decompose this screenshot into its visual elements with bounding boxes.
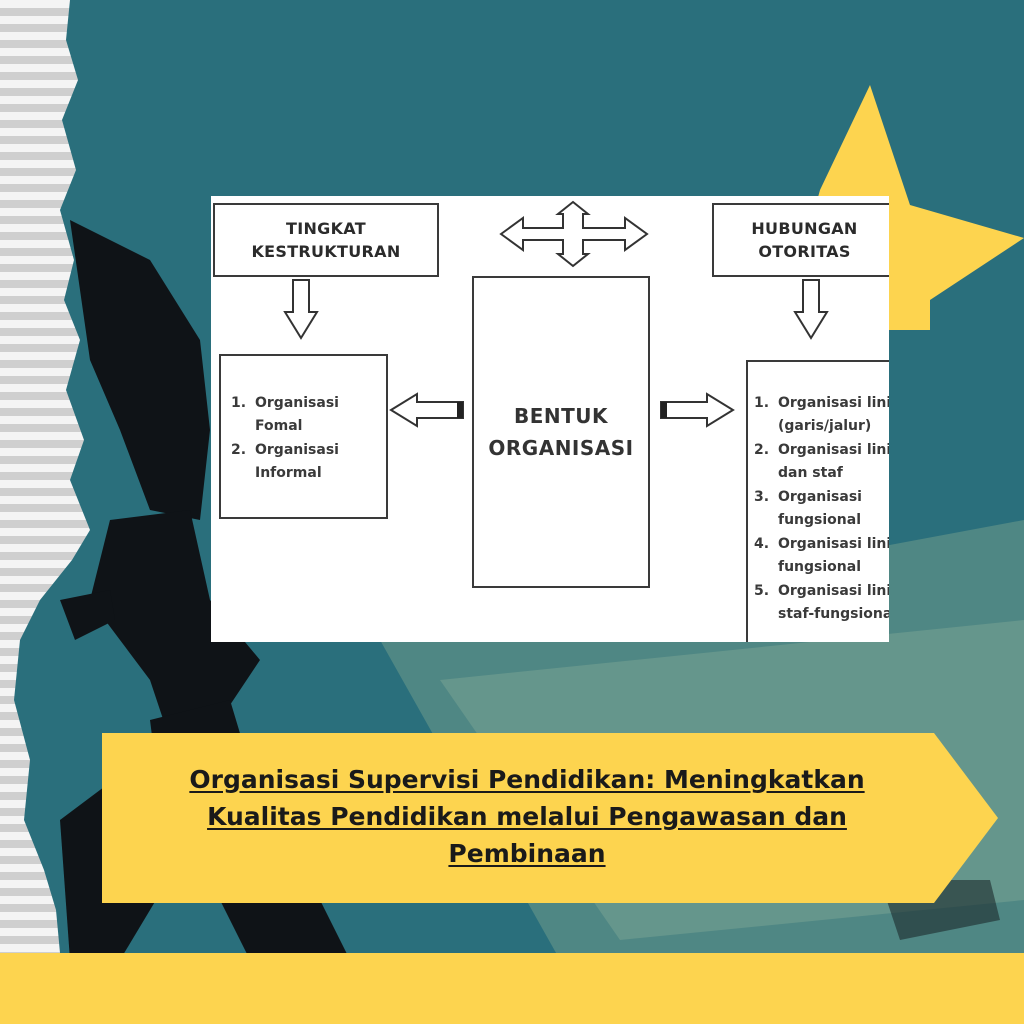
four-way-arrow-icon (499, 200, 649, 268)
bottom-yellow-bar (0, 953, 1024, 1024)
banner-shape (102, 733, 998, 903)
list-item-text: Organisasi Fomal (255, 395, 339, 434)
list-item: 2. Organisasi lini dan staf (754, 439, 889, 485)
center-line2: ORGANISASI (488, 436, 634, 460)
list-item-text: Organisasi fungsional (778, 489, 862, 528)
list-item-number: 5. (754, 583, 770, 599)
list-item: 4. Organisasi lini fungsional (754, 533, 889, 579)
list-item: 5. Organisasi lini staf-fungsional (754, 580, 889, 626)
list-item-number: 2. (754, 442, 770, 458)
right-header-line2: OTORITAS (758, 242, 851, 261)
left-list: 1. Organisasi Fomal 2. Organisasi Inform… (231, 392, 386, 485)
page-title: Organisasi Supervisi Pendidikan: Meningk… (189, 765, 865, 868)
right-list-box: 1. Organisasi lini (garis/jalur) 2. Orga… (746, 360, 889, 642)
list-item-text: Organisasi lini fungsional (778, 536, 889, 575)
left-list-box: 1. Organisasi Fomal 2. Organisasi Inform… (219, 354, 388, 519)
list-item-text: Organisasi lini dan staf (778, 442, 889, 481)
right-list: 1. Organisasi lini (garis/jalur) 2. Orga… (754, 392, 889, 626)
list-item-text: Organisasi lini staf-fungsional (778, 583, 889, 622)
list-item: 2. Organisasi Informal (231, 439, 386, 485)
list-item: 1. Organisasi lini (garis/jalur) (754, 392, 889, 438)
bentuk-organisasi-box: BENTUK ORGANISASI (472, 276, 650, 588)
list-item-text: Organisasi lini (garis/jalur) (778, 395, 889, 434)
list-item: 1. Organisasi Fomal (231, 392, 386, 438)
right-header-line1: HUBUNGAN (751, 219, 858, 238)
list-item-text: Organisasi Informal (255, 442, 339, 481)
list-item-number: 4. (754, 536, 770, 552)
list-item-number: 3. (754, 489, 770, 505)
down-arrow-left-icon (283, 279, 319, 340)
hubungan-otoritas-box: HUBUNGAN OTORITAS (712, 203, 889, 277)
right-arrow-icon (660, 392, 735, 428)
list-item: 3. Organisasi fungsional (754, 486, 889, 532)
organization-diagram: TINGKAT KESTRUKTURAN HUBUNGAN OTORITAS B… (211, 196, 889, 642)
down-arrow-right-icon (793, 279, 829, 340)
list-item-number: 1. (231, 395, 247, 411)
left-header-line1: TINGKAT (286, 219, 366, 238)
center-line1: BENTUK (513, 404, 609, 428)
left-arrow-icon (389, 392, 464, 428)
left-header-line2: KESTRUKTURAN (251, 242, 401, 261)
tingkat-kestrukturan-box: TINGKAT KESTRUKTURAN (213, 203, 439, 277)
torn-paper-stripes (0, 0, 90, 953)
list-item-number: 2. (231, 442, 247, 458)
title-banner: Organisasi Supervisi Pendidikan: Meningk… (102, 733, 998, 903)
list-item-number: 1. (754, 395, 770, 411)
